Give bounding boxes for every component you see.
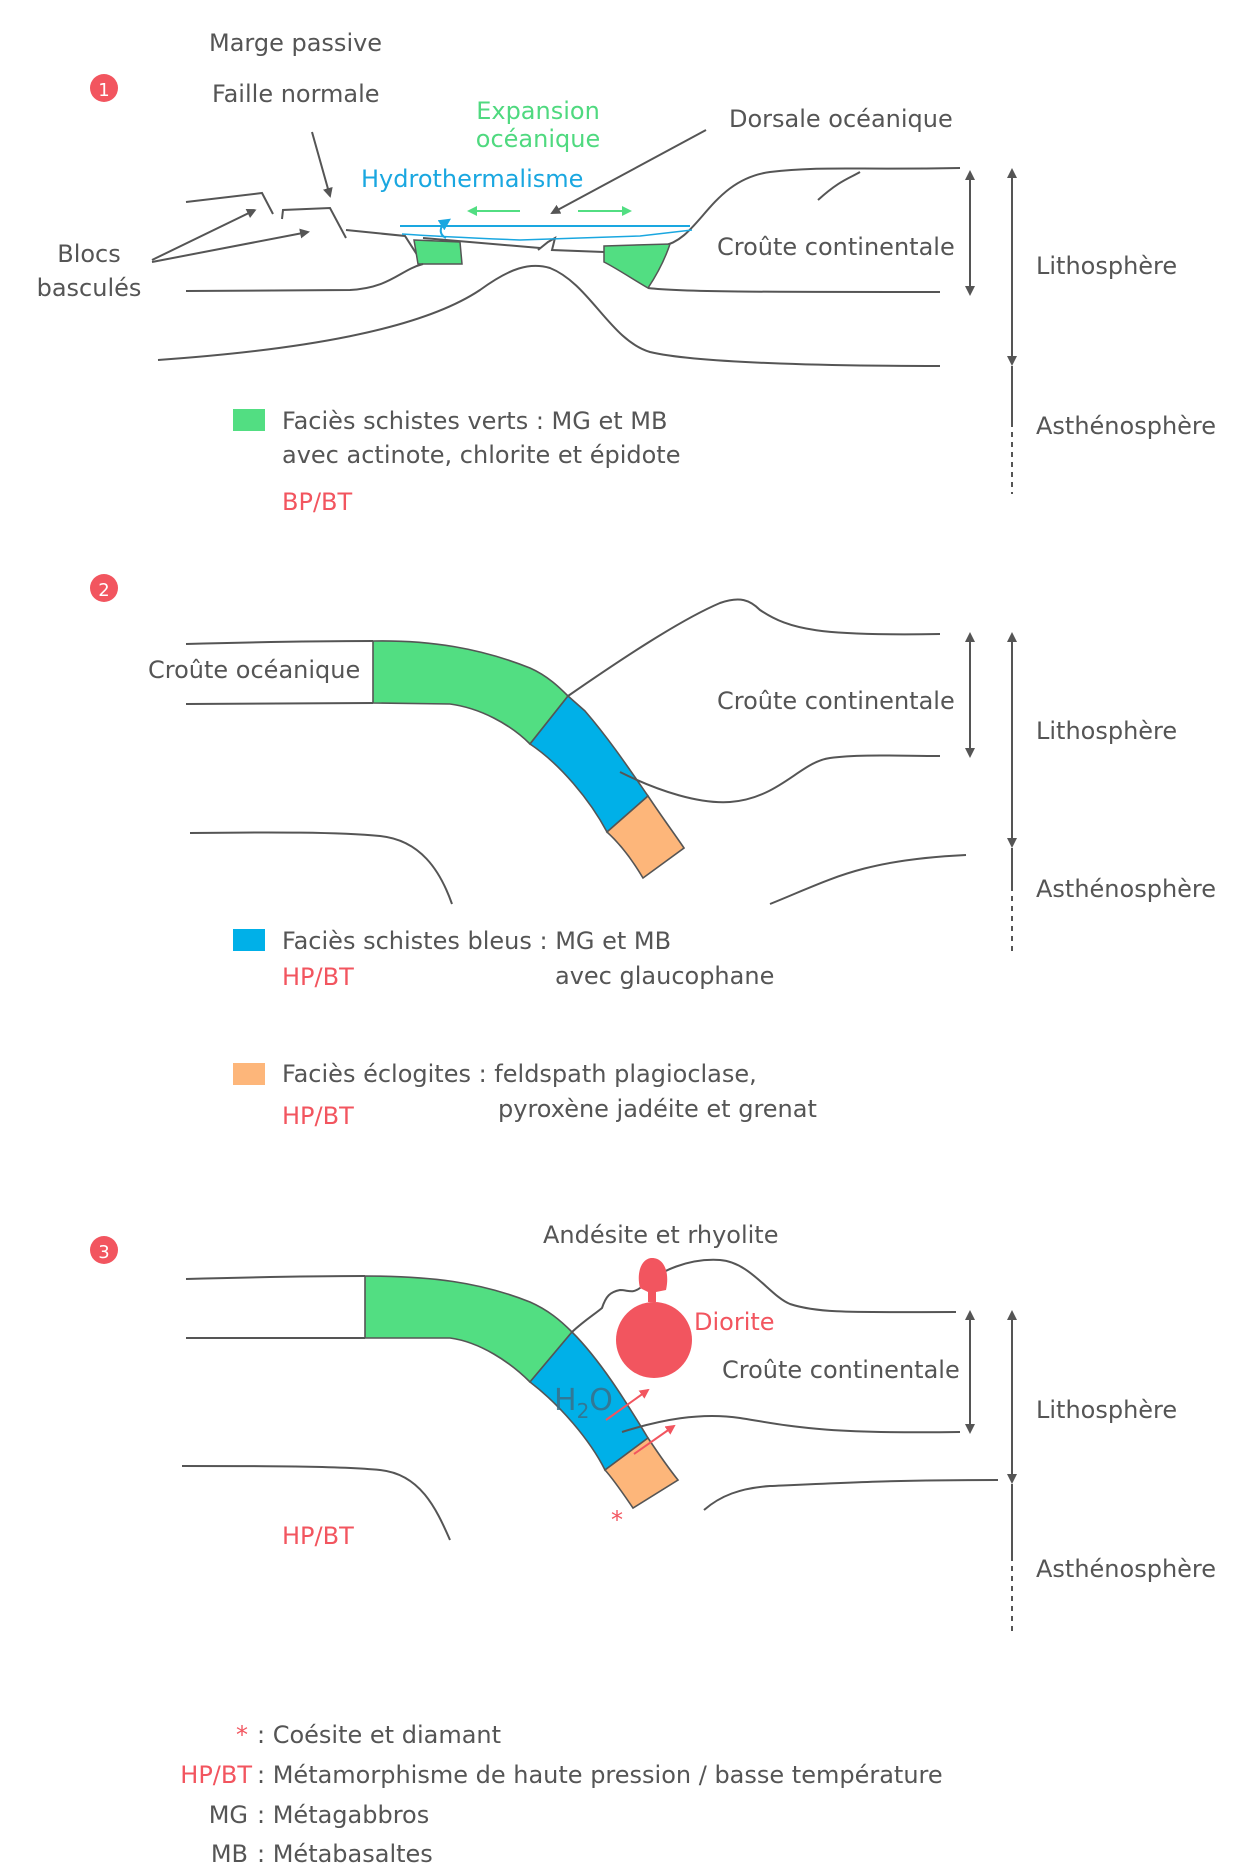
- dorsale-label: Dorsale océanique: [729, 105, 953, 133]
- croute-continentale-label-2: Croûte continentale: [717, 687, 955, 715]
- greenschist-patch-left: [413, 239, 463, 265]
- continental-margin-right-top: [661, 167, 961, 247]
- legend-green-line2: avec actinote, chlorite et épidote: [282, 441, 680, 469]
- expansion-label-1: Expansion: [476, 97, 600, 125]
- crust-base-left: [185, 263, 424, 292]
- legend-green-swatch: [233, 409, 265, 431]
- h2o-label: H2O: [554, 1383, 613, 1423]
- hydrothermal-water-line-2: [401, 229, 693, 241]
- legend-green-line1: Faciès schistes verts : MG et MB: [282, 407, 667, 435]
- stage-2: 2 Croûte océanique Croûte continentale L…: [90, 574, 1216, 1130]
- continental-base-3: [621, 1414, 961, 1434]
- asthenosphere-label-1: Asthénosphère: [1036, 412, 1216, 440]
- glossary-mb-symbol: MB: [211, 1840, 248, 1868]
- slab-eclogite-3: [603, 1436, 680, 1510]
- oceanic-crust-top: [185, 640, 374, 645]
- stage-1: 1 Marge passive Faille normale Expansion…: [37, 29, 1216, 516]
- blocs-label-1: Blocs: [57, 240, 121, 268]
- legend-orange-swatch: [233, 1063, 265, 1085]
- glossary-mg-symbol: MG: [209, 1801, 248, 1829]
- lithosphere-base-left-2: [189, 831, 453, 905]
- stage-2-badge: [90, 574, 118, 602]
- asthenosphere-label-3: Asthénosphère: [1036, 1555, 1216, 1583]
- diorite-pluton: [616, 1302, 692, 1378]
- lithosphere-label-2: Lithosphère: [1036, 717, 1177, 745]
- slab-greenschist-3: [364, 1275, 574, 1384]
- croute-continentale-label-1: Croûte continentale: [717, 233, 955, 261]
- lithosphere-base-left-3: [181, 1465, 451, 1541]
- legend-orange-line2: pyroxène jadéite et grenat: [498, 1095, 817, 1123]
- glossary-hpbt-symbol: HP/BT: [180, 1761, 252, 1789]
- stage-1-condition: BP/BT: [282, 488, 352, 516]
- faille-normale-arrow: [311, 131, 333, 198]
- faille-normale-label: Faille normale: [212, 80, 380, 108]
- legend-blue-swatch: [233, 929, 265, 951]
- hydrothermal-circulation-arrow: [437, 218, 451, 239]
- tilted-block-1: [185, 191, 274, 215]
- volcanic-plume: [638, 1258, 668, 1302]
- lithosphere-label-1: Lithosphère: [1036, 252, 1177, 280]
- marge-passive-label: Marge passive: [209, 29, 382, 57]
- andesite-label: Andésite et rhyolite: [543, 1221, 778, 1249]
- right-block-top: [817, 171, 861, 201]
- stage-3-condition: HP/BT: [282, 1522, 354, 1550]
- diorite-label: Diorite: [694, 1308, 775, 1336]
- coesite-star: *: [611, 1506, 623, 1534]
- h2o-arrow-2: [633, 1424, 676, 1455]
- slab-eclogite: [605, 794, 686, 880]
- blocs-label-2: basculés: [37, 274, 142, 302]
- ridge-axis: [537, 235, 615, 254]
- oceanic-crust-top-3: [185, 1275, 366, 1280]
- crust-base-right: [647, 287, 941, 293]
- greenschist-patch-right: [603, 243, 672, 289]
- legend-blue-condition: HP/BT: [282, 963, 354, 991]
- stage-2-number: 2: [98, 580, 109, 601]
- continental-base-2: [619, 754, 941, 804]
- stage-1-number: 1: [98, 80, 109, 101]
- stage-3: 3 Andésite et rhyolite Diorite Croûte co…: [90, 1221, 1216, 1634]
- expansion-label-2: océanique: [476, 125, 600, 153]
- croute-continentale-label-3: Croûte continentale: [722, 1356, 960, 1384]
- glossary-mg-text: : Métagabbros: [257, 1801, 429, 1829]
- legend-blue-line1: Faciès schistes bleus : MG et MB: [282, 927, 671, 955]
- lithosphere-base-right-2: [769, 854, 967, 905]
- lithosphere-base-1: [157, 264, 941, 367]
- tilted-block-2: [281, 206, 347, 239]
- slab-greenschist: [372, 640, 570, 746]
- legend-blue-line2: avec glaucophane: [555, 962, 774, 990]
- blocs-arrow-2: [151, 228, 310, 263]
- croute-oceanique-label: Croûte océanique: [148, 656, 360, 684]
- legend-orange-line1: Faciès éclogites : feldspath plagioclase…: [282, 1060, 757, 1088]
- hydrothermalisme-label: Hydrothermalisme: [361, 165, 583, 193]
- lithosphere-base-right-3: [703, 1479, 999, 1511]
- glossary-mb-text: : Métabasaltes: [257, 1840, 433, 1868]
- stage-3-number: 3: [98, 1242, 109, 1263]
- stage-1-badge: [90, 74, 118, 102]
- stage-3-badge: [90, 1236, 118, 1264]
- continental-top-2: [567, 598, 941, 697]
- lithosphere-label-3: Lithosphère: [1036, 1396, 1177, 1424]
- glossary: * : Coésite et diamant HP/BT : Métamorph…: [180, 1721, 942, 1868]
- rift-floor-left: [422, 237, 541, 249]
- legend-orange-condition: HP/BT: [282, 1102, 354, 1130]
- h2o-arrow-1: [605, 1388, 650, 1421]
- asthenosphere-label-2: Asthénosphère: [1036, 875, 1216, 903]
- glossary-hpbt-text: : Métamorphisme de haute pression / bass…: [257, 1761, 943, 1789]
- blocs-arrow-1: [151, 208, 257, 261]
- oceanic-crust-base: [185, 702, 374, 705]
- glossary-star-symbol: *: [236, 1721, 248, 1749]
- glossary-star-text: : Coésite et diamant: [257, 1721, 501, 1749]
- dorsale-arrow: [550, 129, 707, 214]
